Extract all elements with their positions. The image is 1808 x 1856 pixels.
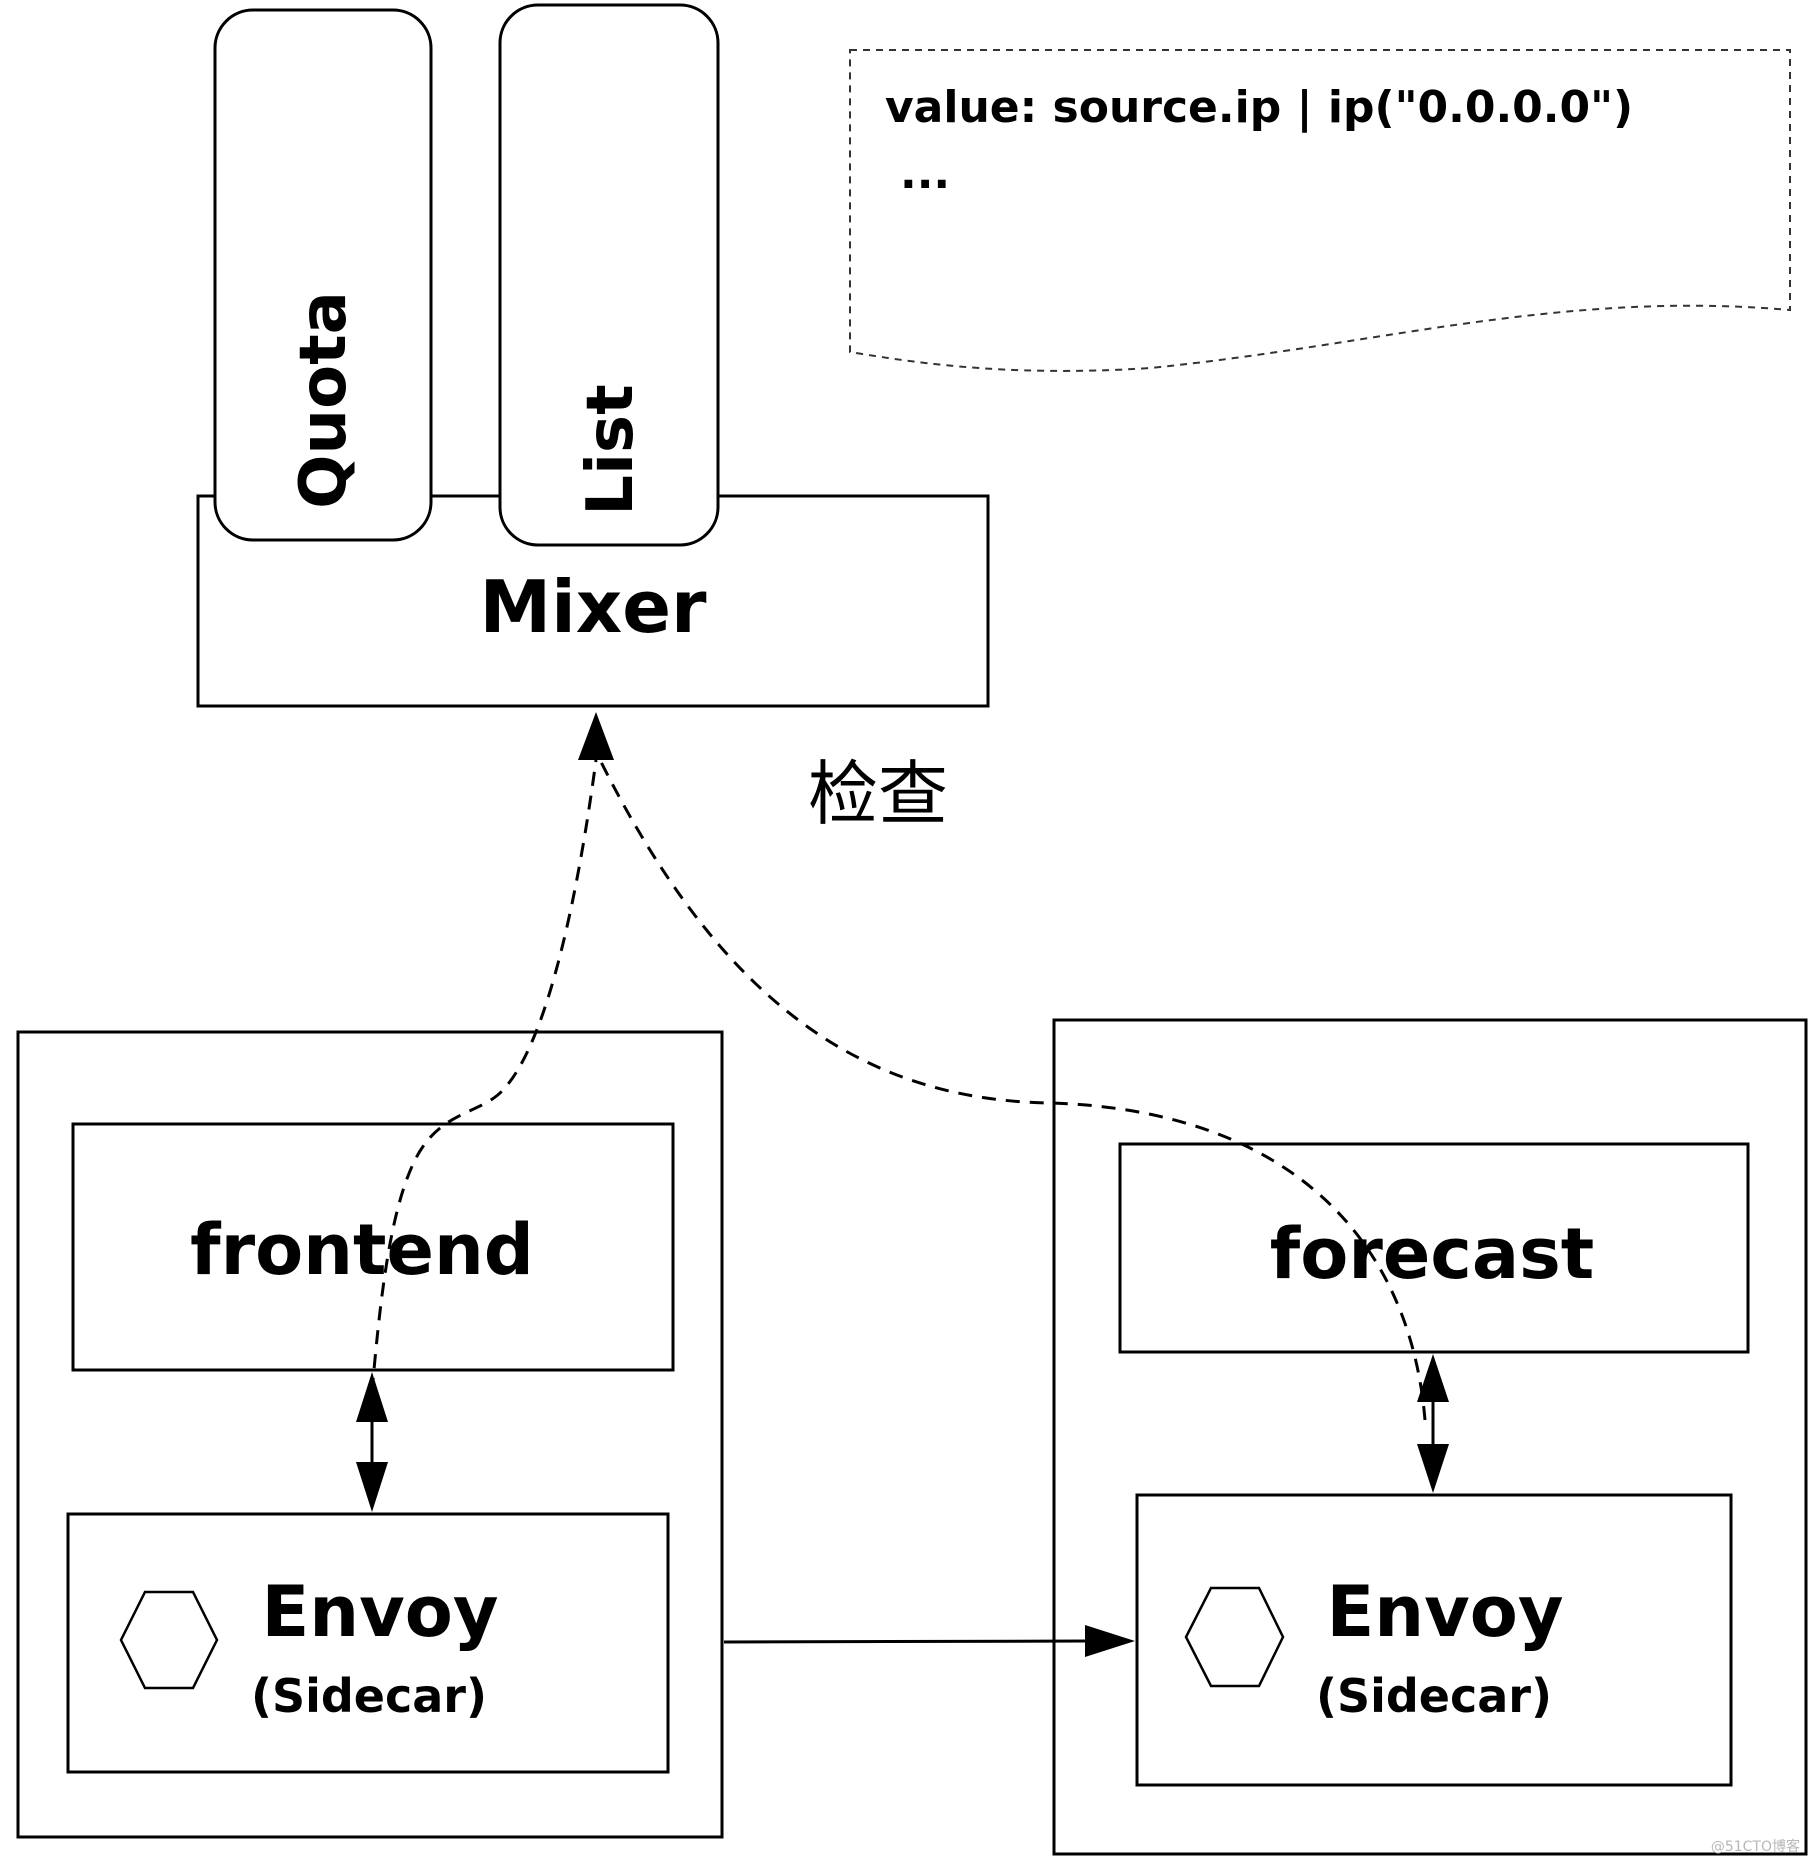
quota-adapter-label: Quota: [287, 291, 361, 509]
frontend-check-dashed-path: [370, 759, 598, 1393]
forecast-envoy-hexagon-icon: [1184, 1586, 1285, 1688]
envoy-to-envoy-request-line: [723, 1639, 1089, 1644]
frontend-connector-arrowhead-up: [356, 1372, 388, 1422]
config-note-line-1: value: source.ip | ip("0.0.0.0"): [885, 82, 1633, 133]
config-note-line-2: ...: [900, 148, 950, 199]
list-adapter-label: List: [574, 384, 648, 515]
watermark-text: @51CTO博客: [1711, 1838, 1800, 1855]
forecast-app-label: forecast: [1270, 1213, 1594, 1295]
config-note-shape: [849, 49, 1791, 372]
forecast-envoy-label: Envoy: [1326, 1571, 1563, 1653]
envoy-to-envoy-arrowhead: [1085, 1625, 1135, 1657]
list-adapter-box: [498, 3, 720, 547]
forecast-check-dashed-path: [598, 759, 1427, 1421]
frontend-app-label: frontend: [190, 1209, 534, 1291]
frontend-envoy-label: Envoy: [261, 1571, 498, 1653]
forecast-app-box: [1118, 1142, 1750, 1354]
frontend-envoy-hexagon-icon: [119, 1590, 219, 1690]
check-label: 检查: [808, 753, 948, 835]
forecast-connector-arrowhead-up: [1417, 1354, 1449, 1402]
forecast-connector-arrowhead-down: [1417, 1444, 1449, 1493]
mixer-check-arrowhead: [578, 712, 614, 760]
frontend-envoy-sublabel: (Sidecar): [251, 1669, 487, 1723]
frontend-app-box: [71, 1122, 675, 1372]
frontend-connector-arrowhead-down: [356, 1462, 388, 1512]
forecast-envoy-sublabel: (Sidecar): [1316, 1669, 1552, 1723]
mixer-label: Mixer: [479, 565, 707, 649]
quota-adapter-box: [213, 8, 433, 542]
